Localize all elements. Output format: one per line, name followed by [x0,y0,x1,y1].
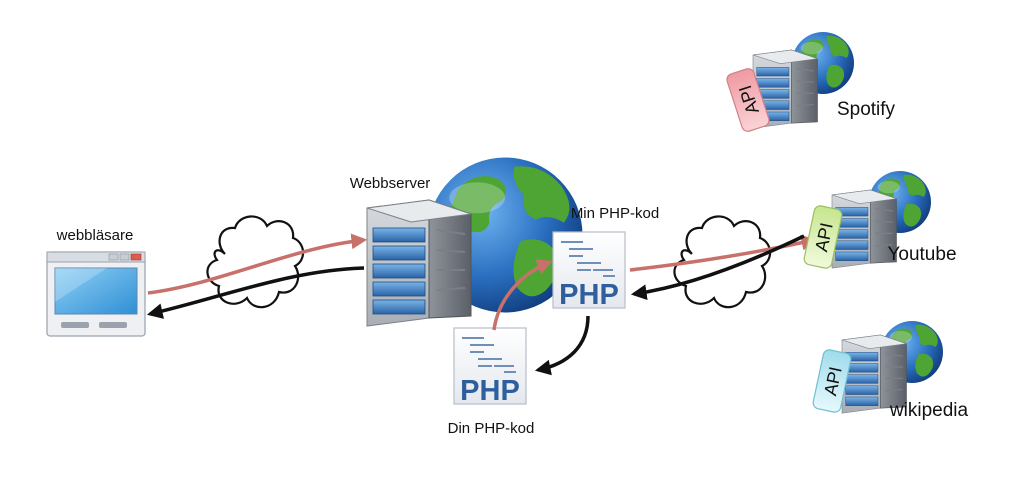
request-arrow-php-to-youtube-api [629,235,818,272]
youtube-label: Youtube [887,244,956,265]
api-tag-youtube: API [803,205,843,269]
browser-window-icon [46,251,146,337]
my-php-label: Min PHP-kod [571,205,659,222]
browser-label: webbläsare [56,227,134,244]
response-arrow-mine-to-yours [534,315,590,376]
response-arrow-youtube-api-to-php [630,234,805,301]
response-arrow-server-to-browser [146,266,365,319]
api-tag-spotify: API [726,68,770,132]
webserver-label: Webbserver [350,175,431,192]
php-logo-text-mine: PHP [559,279,619,311]
wikipedia-label: wikipedia [889,400,969,421]
request-arrow-yours-to-mine [492,259,553,331]
request-arrow-browser-to-server [147,233,368,295]
spotify-label: Spotify [837,99,896,120]
api-tag-wikipedia: API [812,349,852,413]
your-php-label: Din PHP-kod [448,420,535,437]
server-icon-webserver [366,199,472,327]
php-logo-text-yours: PHP [460,375,520,407]
